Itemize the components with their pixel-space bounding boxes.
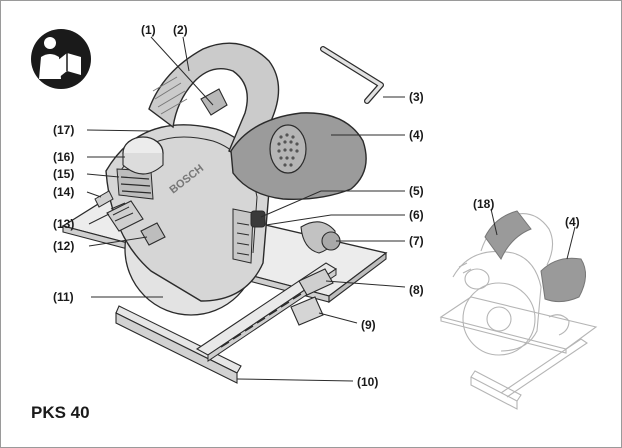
callout-17: (17) — [53, 123, 75, 137]
callout-12: (12) — [53, 239, 75, 253]
ghost-saw — [439, 213, 598, 410]
callout-6: (6) — [409, 208, 424, 222]
callout-4-ghost: (4) — [565, 215, 580, 229]
read-manual-icon — [31, 29, 91, 89]
callout-9: (9) — [361, 318, 376, 332]
callout-10: (10) — [357, 375, 379, 389]
callout-3: (3) — [409, 90, 424, 104]
hex-key — [320, 46, 384, 104]
callout-1: (1) — [141, 23, 156, 37]
leader-lines — [86, 36, 406, 382]
clamping-levers — [250, 210, 341, 326]
chip-ejector — [122, 136, 164, 175]
model-name: PKS 40 — [31, 403, 90, 422]
callout-16: (16) — [53, 150, 75, 164]
callout-18: (18) — [473, 197, 495, 211]
ventilation-slots — [116, 168, 254, 264]
callout-14: (14) — [53, 185, 75, 199]
callout-7: (7) — [409, 234, 424, 248]
callout-4: (4) — [409, 128, 424, 142]
callout-2: (2) — [173, 23, 188, 37]
callout-15: (15) — [53, 167, 75, 181]
callout-11: (11) — [53, 290, 74, 304]
callout-13: (13) — [53, 217, 75, 231]
ghost-highlight-parts — [484, 210, 586, 303]
callout-5: (5) — [409, 184, 424, 198]
callout-8: (8) — [409, 283, 424, 297]
auxiliary-parts — [94, 190, 166, 246]
ghost-leader-lines — [490, 208, 576, 260]
